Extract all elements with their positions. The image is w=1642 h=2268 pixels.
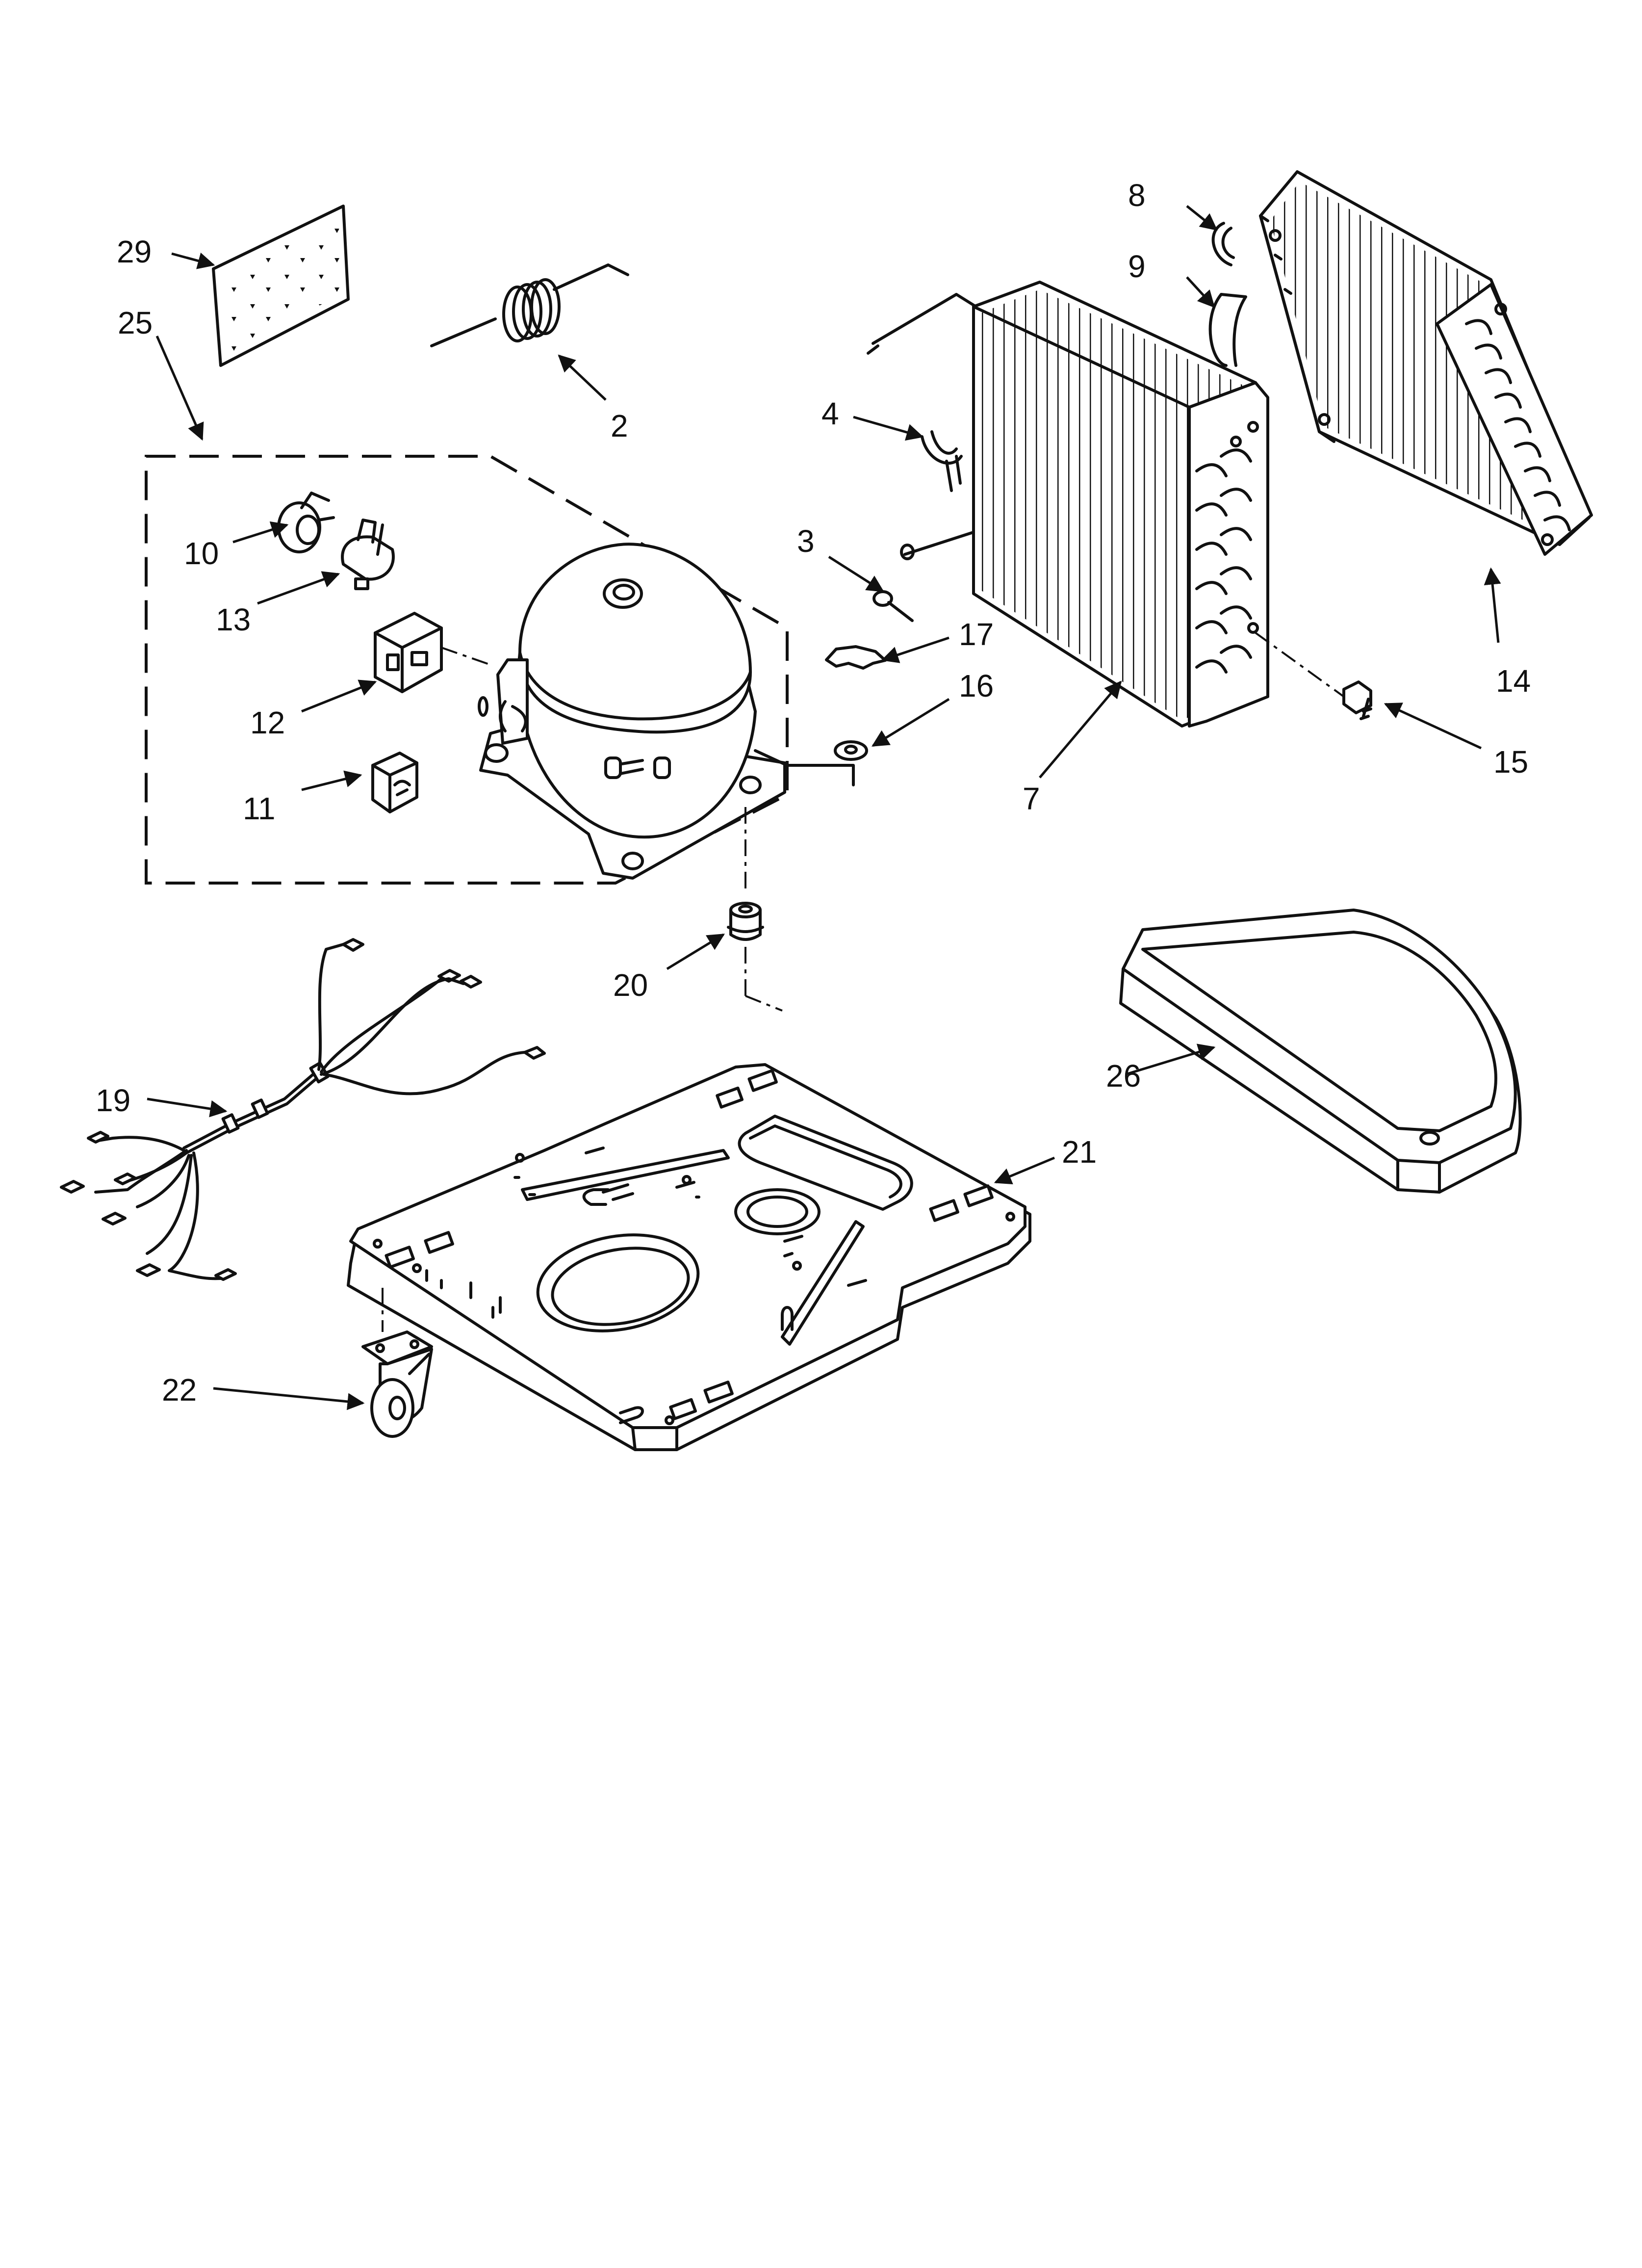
label-11: 11	[243, 791, 275, 826]
compressor	[478, 543, 855, 880]
part-22-caster	[361, 1330, 433, 1438]
part-15-bolt	[1255, 632, 1372, 720]
leader-arrows	[147, 205, 1501, 1410]
label-10: 10	[184, 536, 219, 571]
label-12: 12	[250, 705, 285, 740]
part-10-overload	[277, 492, 335, 553]
label-19: 19	[96, 1083, 130, 1118]
label-15: 15	[1493, 744, 1528, 780]
part-16-washer	[834, 740, 868, 761]
part-19-wire-harness	[60, 938, 546, 1281]
part-labels: 29 25 2 10 13 12 11 8 9 4 3 17 16 7 14 1…	[96, 178, 1531, 1408]
label-22: 22	[162, 1372, 197, 1408]
part-4-u-bend	[921, 430, 963, 492]
part-26-drain-pan	[1119, 909, 1522, 1194]
label-8: 8	[1128, 178, 1146, 213]
part-3-screw	[872, 590, 914, 622]
label-26: 26	[1106, 1058, 1141, 1094]
label-29: 29	[117, 234, 152, 269]
part-21-base-plate	[347, 1063, 1031, 1451]
part-11-start-device	[371, 752, 418, 813]
condenser-return-bends	[1195, 448, 1252, 674]
part-14-coil	[1259, 170, 1593, 556]
label-9: 9	[1128, 249, 1146, 284]
part-8-tube	[1211, 222, 1235, 266]
part-7-condenser	[867, 281, 1269, 728]
label-7: 7	[1023, 781, 1040, 816]
part-25-compressor-group-outline	[145, 455, 789, 885]
label-16: 16	[959, 668, 994, 704]
coil-14-return-bends	[1465, 319, 1571, 531]
part-20-grommet	[727, 807, 783, 1012]
part-9-tube	[1208, 293, 1247, 367]
label-3: 3	[797, 523, 815, 559]
label-20: 20	[613, 967, 648, 1003]
part-12-relay	[374, 612, 491, 693]
label-2: 2	[611, 408, 628, 443]
label-17: 17	[959, 617, 994, 652]
part-17-grommet-plate	[825, 645, 887, 670]
part-13-clip	[341, 519, 395, 590]
label-13: 13	[216, 602, 251, 637]
label-4: 4	[821, 396, 839, 431]
part-29-filter-panel	[212, 205, 350, 367]
label-21: 21	[1062, 1134, 1097, 1170]
label-25: 25	[118, 305, 153, 340]
label-14: 14	[1496, 663, 1531, 699]
part-2-coil	[430, 263, 629, 347]
